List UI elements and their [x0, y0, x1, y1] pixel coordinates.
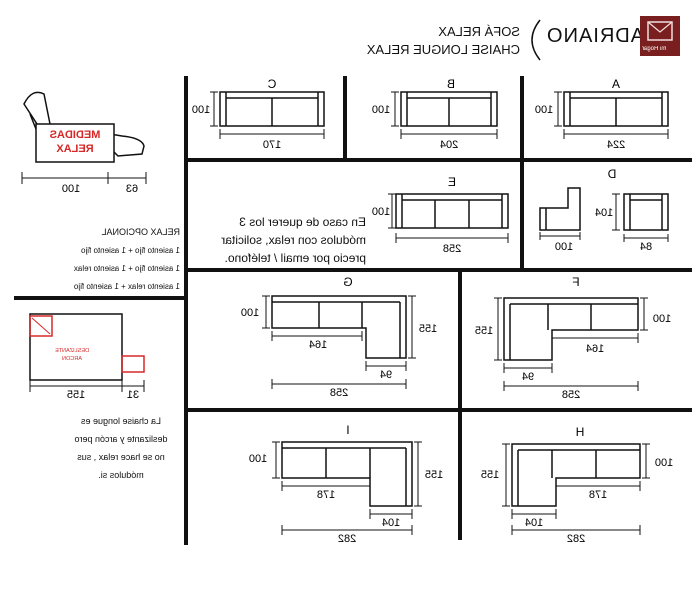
relax-measures-diagram: MEDIDAS RELAX 100 63 — [21, 91, 147, 194]
subtitle-sofa-relax: SOFÁ RELAX — [438, 24, 520, 39]
module-f: F 100 155 164 94 258 — [475, 275, 671, 401]
model-title: ADRIANO — [546, 25, 645, 47]
module-e-sofa — [395, 193, 509, 229]
logo-text: mi Hogar — [642, 46, 667, 52]
header-divider-arc — [531, 19, 541, 61]
module-b-width: 204 — [440, 139, 458, 151]
relax-box-title-2: RELAX — [56, 143, 94, 155]
module-i: I 100 155 178 104 282 — [249, 423, 443, 545]
chaise-note: La chaise longue es deslizante y arcón p… — [60, 411, 182, 483]
module-d-width: 84 — [640, 241, 652, 253]
module-c-depth: 100 — [192, 104, 210, 116]
relax-dim-depth: 100 — [62, 183, 80, 194]
module-i-label: I — [346, 423, 349, 437]
info-text-line: En caso de querer los 3 — [239, 215, 366, 229]
chaise-note-line: La chaise longue es — [80, 416, 162, 426]
module-g-depth: 100 — [241, 307, 259, 319]
module-h-inner: 178 — [589, 489, 607, 501]
chaise-label-1: DESLIZANTE — [55, 348, 89, 354]
relax-dim-extension: 63 — [126, 183, 138, 194]
module-e: E 100 258 — [372, 175, 509, 255]
relax-optional-line: 1 asiento relax + 1 asiento fijo — [73, 282, 180, 291]
chaise-note-line: no se hace relax , sus — [77, 452, 165, 462]
relax-optional-line: 1 asiento fijo + 1 asiento fijo — [81, 246, 180, 255]
module-a-label: A — [612, 77, 620, 91]
module-i-sofa — [281, 441, 413, 507]
chaise-detail-body — [29, 313, 123, 381]
module-f-chaise: 155 — [475, 325, 493, 337]
module-b: B 100 204 — [372, 77, 498, 151]
module-d-depth: 104 — [595, 207, 613, 219]
module-d: D 100 104 84 — [539, 167, 669, 253]
module-f-width: 258 — [562, 389, 580, 401]
relax-box-frame — [35, 123, 115, 163]
module-f-chaise-width: 94 — [522, 371, 534, 383]
module-f-label: F — [572, 275, 579, 289]
module-c-label: C — [267, 77, 276, 91]
module-h-depth: 100 — [655, 457, 673, 469]
info-text-line: precio por email / teléfono. — [224, 251, 366, 265]
relax-optional-line: 1 asiento fijo + 1 asiento relax — [73, 264, 180, 273]
info-text: En caso de querer los 3 módulos con rela… — [196, 213, 366, 267]
module-e-width: 258 — [443, 243, 461, 255]
module-a-depth: 100 — [535, 104, 553, 116]
module-c-width: 170 — [263, 139, 281, 151]
relax-box-title-1: MEDIDAS — [50, 129, 101, 141]
module-f-depth: 100 — [653, 313, 671, 325]
module-h-label: H — [576, 425, 585, 439]
module-h-chaise-width: 104 — [525, 517, 543, 529]
module-i-chaise-width: 104 — [382, 517, 400, 529]
module-e-label: E — [448, 175, 456, 189]
module-i-width: 282 — [338, 533, 356, 545]
subtitle-chaise-relax: CHAISE LONGUE RELAX — [366, 42, 520, 57]
module-g-inner: 164 — [309, 339, 327, 351]
chaise-note-line: deslizante y arcón pero — [74, 434, 168, 444]
module-d-seat — [623, 193, 669, 231]
chaise-note-line: módulos si. — [98, 470, 144, 480]
module-f-inner: 164 — [586, 343, 604, 355]
module-g-width: 258 — [330, 387, 348, 399]
module-h-chaise: 155 — [481, 469, 499, 481]
module-i-depth: 100 — [249, 453, 267, 465]
module-h: H 100 155 178 104 282 — [481, 425, 673, 545]
chaise-dim-length: 155 — [67, 389, 85, 398]
relax-optional-block: RELAX OPCIONAL 1 asiento fijo + 1 asient… — [40, 222, 180, 294]
chaise-dim-extension: 31 — [127, 389, 139, 398]
module-g-label: G — [343, 275, 352, 289]
module-f-sofa — [503, 297, 639, 361]
relax-optional-heading: RELAX OPCIONAL — [101, 227, 180, 237]
recliner-outline — [23, 91, 145, 157]
chaise-detail-diagram: DESLIZANTE ARCON 155 31 — [29, 313, 145, 398]
module-a-width: 224 — [607, 139, 625, 151]
module-c: C 100 170 — [192, 77, 325, 151]
module-g-chaise: 155 — [419, 323, 437, 335]
module-b-label: B — [447, 77, 455, 91]
module-b-depth: 100 — [372, 104, 390, 116]
module-i-chaise: 155 — [425, 469, 443, 481]
chaise-label-2: ARCON — [62, 356, 82, 362]
module-g-chaise-width: 94 — [380, 369, 392, 381]
brand-logo: mi Hogar — [640, 16, 680, 56]
module-d-corner-dim: 100 — [555, 241, 573, 253]
module-d-label: D — [607, 167, 616, 181]
model-subtitle: SOFÁ RELAX CHAISE LONGUE RELAX — [366, 23, 520, 59]
module-i-inner: 178 — [317, 489, 335, 501]
module-h-sofa — [511, 443, 641, 507]
module-d-corner-shape — [539, 187, 581, 231]
module-h-width: 282 — [567, 533, 585, 545]
info-text-line: módulos con relax, solicitar — [221, 233, 366, 247]
module-g: G 100 155 164 94 258 — [241, 275, 437, 399]
module-a: A 100 224 — [535, 77, 669, 151]
module-g-sofa — [271, 295, 407, 359]
module-e-depth: 100 — [372, 206, 390, 218]
